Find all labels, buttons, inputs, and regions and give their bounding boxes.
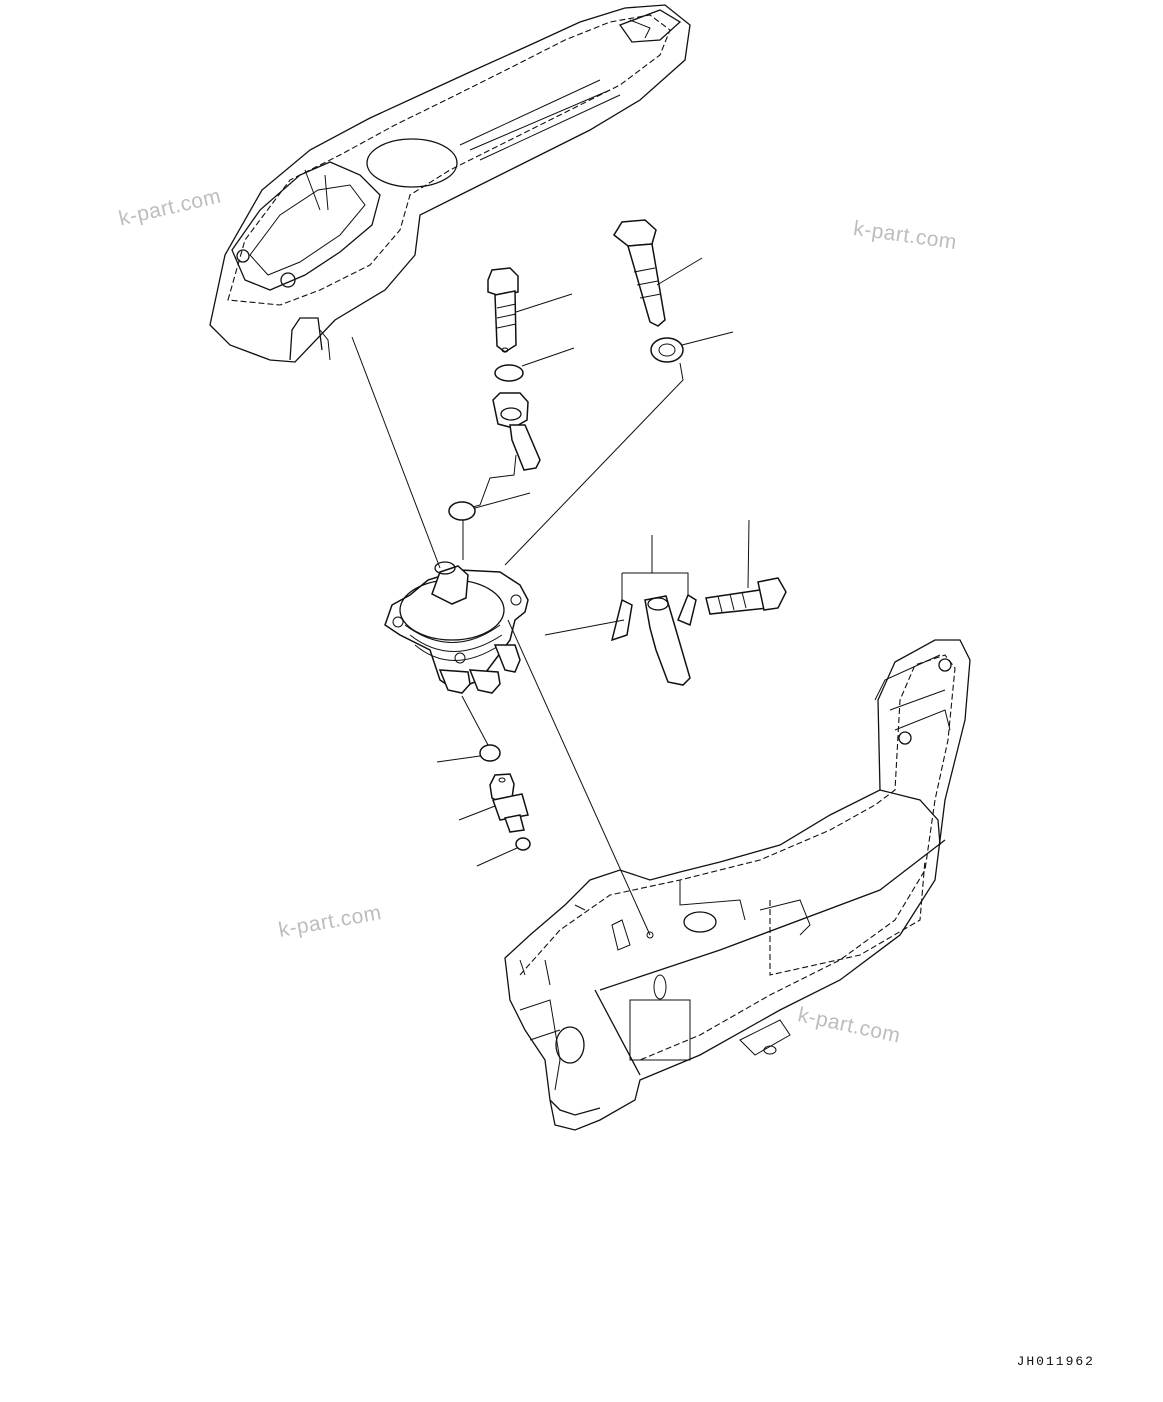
hollow-bolt xyxy=(487,267,573,353)
bracket-bolt xyxy=(705,519,787,615)
elbow-fitting xyxy=(461,392,541,511)
armrest-console xyxy=(209,4,691,363)
drawing-code: JH011962 xyxy=(1016,1354,1095,1369)
o-ring-lower xyxy=(436,744,501,763)
o-ring-bottom xyxy=(476,837,531,867)
o-ring xyxy=(448,492,531,560)
bracket xyxy=(544,535,697,686)
bolt xyxy=(613,219,703,327)
washer-b xyxy=(504,331,734,566)
ppc-valve xyxy=(384,561,529,746)
washer-a xyxy=(494,347,575,382)
leader-line-2 xyxy=(507,619,651,936)
adapter-fitting xyxy=(458,773,529,833)
leader-line xyxy=(351,336,441,569)
mounting-frame xyxy=(504,639,971,1131)
